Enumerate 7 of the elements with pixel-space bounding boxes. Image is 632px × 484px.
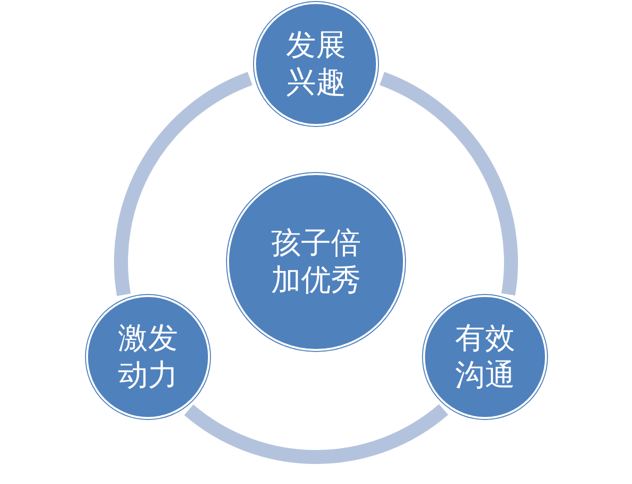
ring-arc — [184, 404, 448, 464]
ring-arc — [379, 72, 518, 296]
node-label: 有效沟通 — [454, 320, 516, 394]
node-label: 孩子倍加优秀 — [270, 224, 362, 300]
node-label: 激发动力 — [117, 320, 179, 394]
node-label: 发展兴趣 — [285, 26, 347, 102]
ring-arc — [114, 72, 253, 296]
